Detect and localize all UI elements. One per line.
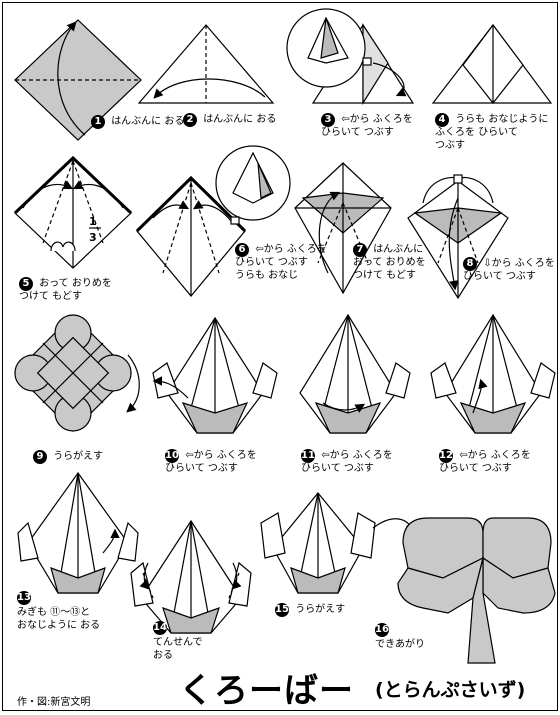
step14-diagram <box>130 519 252 634</box>
step3-diagram <box>286 8 415 106</box>
step-number: 1 <box>91 115 105 129</box>
step-caption: ⇦から ふくろを ひらいて つぶす <box>321 114 413 138</box>
step15-diagram <box>260 492 415 594</box>
step-number: 10 <box>165 449 179 463</box>
step5-diagram <box>13 155 133 269</box>
step-8: 8 ⇩から ふくろを ひらいて つぶす <box>463 257 555 284</box>
step9-diagram <box>14 314 140 432</box>
step-number: 4 <box>435 113 449 127</box>
step-caption: はんぶんに おる <box>111 116 185 127</box>
step-caption: ⇩から ふくろを ひらいて つぶす <box>463 258 555 282</box>
step-number: 12 <box>439 449 453 463</box>
step-caption: ⇦から ふくろを ひらいて つぶす <box>165 450 257 474</box>
step-number: 9 <box>33 450 47 464</box>
fraction-numerator: 1 <box>89 215 97 228</box>
step-2: 2 はんぶんに おる <box>183 113 276 127</box>
step12-diagram <box>430 313 556 434</box>
fraction-denominator: 3 <box>89 231 97 244</box>
step-15: 15 うらがえす <box>275 603 345 617</box>
step-13: 13 みぎも ⑪〜⑬と おなじように おる <box>17 591 100 633</box>
step-number: 14 <box>153 621 167 635</box>
step-number: 5 <box>19 277 33 291</box>
step-5: 5 おって おりめを つけて もどす <box>19 277 112 304</box>
step11-diagram <box>299 313 411 434</box>
fraction-one-third: 1 3 <box>89 215 97 244</box>
step-caption: ⇦から ふくろを ひらいて つぶす うらも おなじ <box>235 244 327 281</box>
step-4: 4 うらも おなじように ふくろを ひらいて つぶす <box>435 113 548 153</box>
step-14: 14 てんせんで おる <box>153 621 203 663</box>
step2-diagram <box>137 24 275 104</box>
step10-diagram <box>152 316 278 434</box>
step13-diagram <box>17 471 139 594</box>
step-caption: はんぶんに おって おりめを つけて もどす <box>353 244 426 281</box>
author-credit: 作・図:新宮文明 <box>17 697 91 708</box>
step-caption: うらがえす <box>53 451 104 462</box>
step-caption: みぎも ⑪〜⑬と おなじように おる <box>17 607 101 631</box>
step-caption: できあがり <box>375 639 425 650</box>
step-1: 1 はんぶんに おる <box>91 115 184 129</box>
step-7: 7 はんぶんに おって おりめを つけて もどす <box>353 243 426 283</box>
step-12: 12 ⇦から ふくろを ひらいて つぶす <box>439 449 531 476</box>
step4-diagram <box>431 24 553 104</box>
diagram-art: 1 3 <box>13 8 556 664</box>
step7-diagram <box>294 162 392 295</box>
step-number: 3 <box>321 113 335 127</box>
step-caption: うらも おなじように ふくろを ひらいて つぶす <box>435 114 549 151</box>
step-caption: てんせんで おる <box>153 637 203 661</box>
step-11: 11 ⇦から ふくろを ひらいて つぶす <box>301 449 393 476</box>
step-number: 8 <box>463 257 477 271</box>
step-10: 10 ⇦から ふくろを ひらいて つぶす <box>165 449 257 476</box>
step-caption: ⇦から ふくろを ひらいて つぶす <box>439 450 531 474</box>
step-number: 16 <box>375 623 389 637</box>
step-number: 11 <box>301 449 315 463</box>
step-caption: うらがえす <box>295 604 346 615</box>
step-16: 16 できあがり <box>375 623 425 652</box>
step-number: 13 <box>17 591 31 605</box>
step-caption: ⇦から ふくろを ひらいて つぶす <box>301 450 393 474</box>
step-6: 6 ⇦から ふくろを ひらいて つぶす うらも おなじ <box>235 243 327 283</box>
page-title: くろーばー <box>179 671 354 711</box>
step1-diagram <box>14 19 142 141</box>
step16-diagram <box>397 517 556 664</box>
step6-diagram <box>135 145 291 297</box>
step-caption: はんぶんに おる <box>203 114 277 125</box>
step-3: 3 ⇦から ふくろを ひらいて つぶす <box>321 113 413 140</box>
step-number: 6 <box>235 243 249 257</box>
page-subtitle: (とらんぷさいず) <box>375 679 526 701</box>
step-caption: おって おりめを つけて もどす <box>19 278 112 302</box>
step-9: 9 うらがえす <box>33 450 103 464</box>
step-number: 2 <box>183 113 197 127</box>
step-number: 7 <box>353 243 367 257</box>
step8-diagram <box>407 174 509 300</box>
step-number: 15 <box>275 603 289 617</box>
